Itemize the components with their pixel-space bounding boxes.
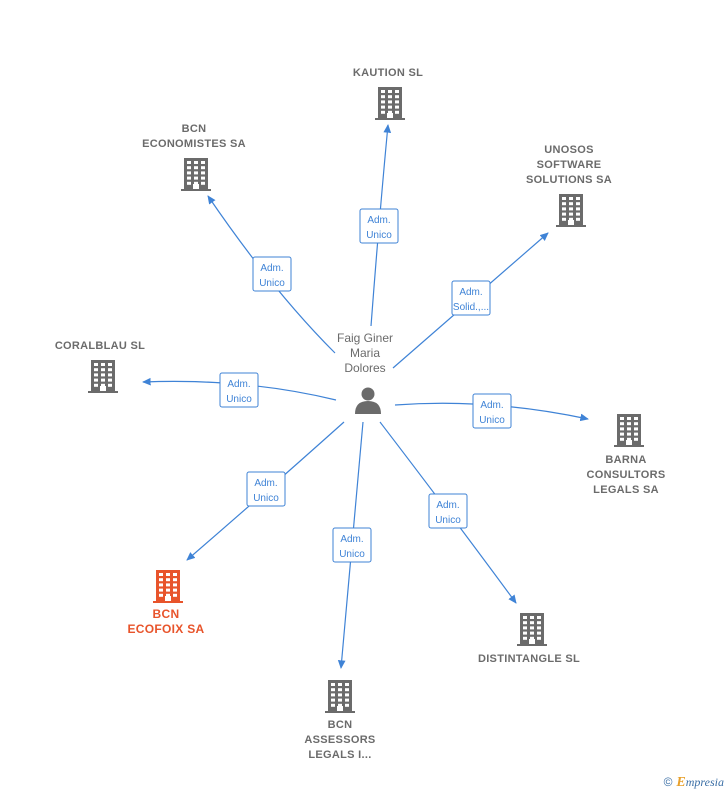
company-label: ECOFOIX SA [127, 622, 204, 636]
edge-unosos: Adm. Solid.,... [392, 232, 549, 369]
brand-initial: E [676, 775, 686, 790]
role-text: Adm. [254, 478, 277, 489]
building-icon [325, 680, 355, 713]
company-node-kaution[interactable]: KAUTION SL [353, 67, 423, 120]
building-icon [181, 158, 211, 191]
role-badge[interactable]: Adm. Unico [252, 256, 292, 292]
building-icon [517, 613, 547, 646]
company-node-bcn-economistes[interactable]: BCN ECONOMISTES SA [142, 123, 246, 191]
nodes-layer: KAUTION SL BCN ECONOMISTES SA UNOSOS SOFTWAR… [55, 67, 666, 761]
building-icon [614, 414, 644, 447]
company-label: SOFTWARE [537, 159, 602, 171]
role-text: Unico [435, 515, 461, 526]
company-label: CONSULTORS [587, 469, 666, 481]
company-label: LEGALS SA [593, 484, 659, 496]
role-text: Unico [366, 230, 392, 241]
role-text: Solid.,... [453, 302, 489, 313]
company-label: ECONOMISTES SA [142, 138, 246, 150]
footer-brand: ©Empresia [664, 775, 724, 791]
role-text: Adm. [340, 534, 363, 545]
role-text: Adm. [459, 287, 482, 298]
company-label: KAUTION SL [353, 67, 423, 79]
edge-barna: Adm. Unico [394, 393, 589, 429]
company-node-distintangle[interactable]: DISTINTANGLE SL [478, 613, 580, 665]
brand-name: mpresia [685, 775, 724, 789]
building-icon [153, 570, 183, 603]
role-text: Adm. [480, 400, 503, 411]
company-label: DISTINTANGLE SL [478, 653, 580, 665]
edge-bcn-assessors: Adm. Unico [332, 421, 372, 669]
company-label: BCN [153, 607, 180, 621]
edge-kaution: Adm. Unico [359, 124, 399, 327]
company-node-bcn-assessors[interactable]: BCN ASSESSORS LEGALS I... [304, 680, 375, 761]
role-badge[interactable]: Adm. Unico [359, 208, 399, 244]
role-badge[interactable]: Adm. Unico [219, 372, 259, 408]
company-label: BCN [182, 123, 207, 135]
edge-distintangle: Adm. Unico [379, 421, 517, 604]
company-label: CORALBLAU SL [55, 340, 145, 352]
edges-layer: Adm.UnicoAdm.UnicoAdm.Solid.,...Adm.Unic… [142, 124, 589, 669]
role-text: Unico [479, 415, 505, 426]
copyright-symbol: © [663, 775, 673, 789]
role-text: Unico [259, 278, 285, 289]
role-badge[interactable]: Adm. Unico [428, 493, 468, 529]
role-text: Unico [339, 549, 365, 560]
company-node-unosos[interactable]: UNOSOS SOFTWARE SOLUTIONS SA [526, 144, 612, 227]
company-label: LEGALS I... [308, 749, 371, 761]
company-node-barna[interactable]: BARNA CONSULTORS LEGALS SA [587, 414, 666, 496]
company-label: UNOSOS [544, 144, 593, 156]
role-text: Unico [226, 394, 252, 405]
building-icon [88, 360, 118, 393]
edge-coralblau: Adm. Unico [142, 372, 337, 408]
role-text: Adm. [367, 215, 390, 226]
building-icon [375, 87, 405, 120]
person-icon [355, 387, 381, 414]
company-label: ASSESSORS [304, 734, 375, 746]
edge-bcn-ecofoix: Adm. Unico [186, 421, 345, 561]
role-badge[interactable]: Adm. Solid.,... [451, 280, 491, 316]
role-text: Adm. [436, 500, 459, 511]
role-badge[interactable]: Adm. Unico [472, 393, 512, 429]
person-name: Faig Giner [337, 331, 393, 345]
role-badge[interactable]: Adm. Unico [246, 471, 286, 507]
person-name: Maria [350, 346, 380, 360]
company-label: BCN [328, 719, 353, 731]
company-node-coralblau[interactable]: CORALBLAU SL [55, 340, 145, 393]
company-label: SOLUTIONS SA [526, 174, 612, 186]
company-label: BARNA [605, 454, 646, 466]
role-text: Adm. [260, 263, 283, 274]
role-text: Adm. [227, 379, 250, 390]
building-icon [556, 194, 586, 227]
person-name: Dolores [344, 361, 385, 375]
edge-bcn-economistes: Adm. Unico [207, 195, 336, 354]
role-badge[interactable]: Adm. Unico [332, 527, 372, 563]
role-text: Unico [253, 493, 279, 504]
